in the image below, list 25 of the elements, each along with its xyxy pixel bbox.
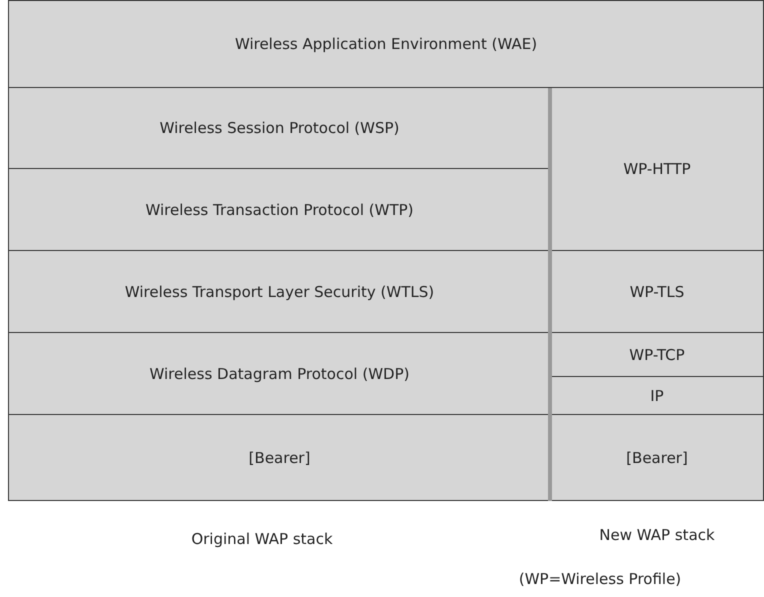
- layer-box: [8, 332, 551, 415]
- layer-box: [550, 414, 764, 501]
- layer-box: [8, 168, 551, 251]
- layer-label: Wireless Transaction Protocol (WTP): [145, 200, 414, 218]
- layer-box: [8, 87, 551, 169]
- layer-label: WP-TLS: [630, 282, 684, 300]
- layer-label: Wireless Application Environment (WAE): [234, 35, 538, 53]
- layer-label: WP-HTTP: [623, 160, 691, 178]
- layer-label: Wireless Session Protocol (WSP): [160, 119, 400, 137]
- stack-caption: (WP=Wireless Profile): [518, 570, 682, 588]
- layer-box: [550, 332, 764, 377]
- layer-label: IP: [650, 386, 664, 404]
- stack-caption: New WAP stack: [599, 526, 715, 544]
- layer-label: [Bearer]: [626, 448, 688, 466]
- layer-box: [550, 250, 764, 333]
- layer-box: [8, 414, 551, 501]
- layer-label: Wireless Transport Layer Security (WTLS): [124, 282, 434, 300]
- layer-label: Wireless Datagram Protocol (WDP): [150, 364, 410, 382]
- layer-box: [8, 250, 551, 333]
- layer-label: [Bearer]: [248, 448, 310, 466]
- stack-caption: Original WAP stack: [191, 530, 333, 548]
- layer-box: [550, 87, 764, 251]
- layer-box: [8, 0, 764, 88]
- layer-box: [550, 376, 764, 415]
- layer-label: WP-TCP: [629, 346, 685, 364]
